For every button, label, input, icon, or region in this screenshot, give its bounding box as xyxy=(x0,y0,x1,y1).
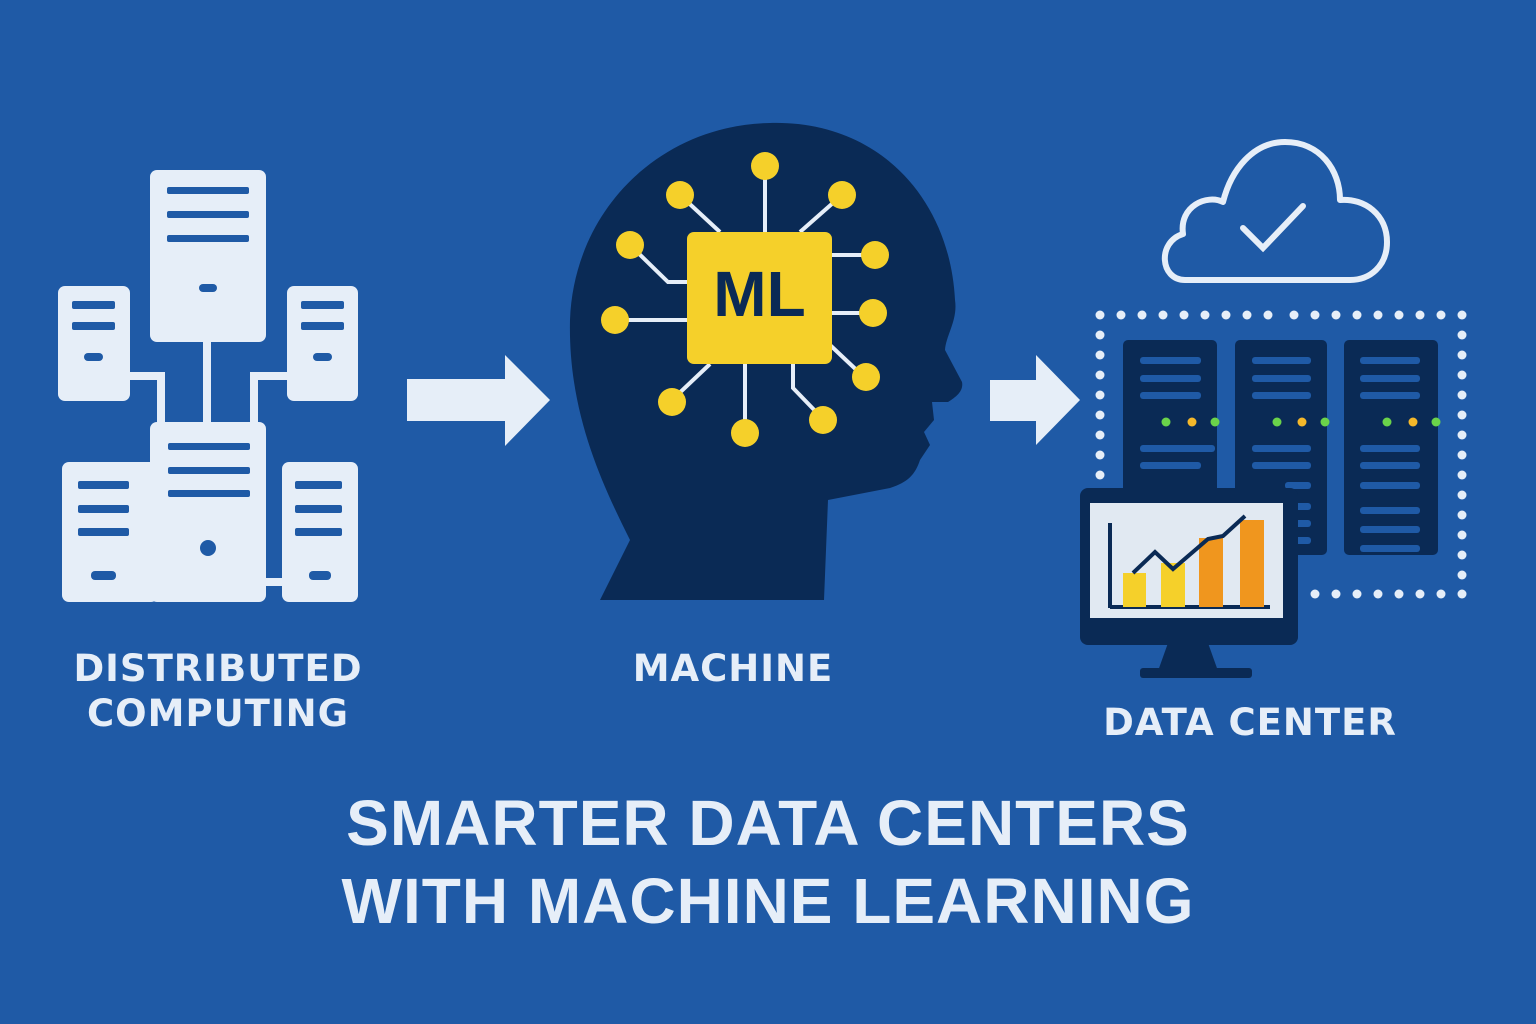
step1-label: DISTRIBUTED COMPUTING xyxy=(40,646,396,736)
headline-line2: WITH MACHINE LEARNING xyxy=(341,865,1195,937)
step3-label: DATA CENTER xyxy=(1103,701,1397,744)
step1-label-line1: DISTRIBUTED xyxy=(73,647,363,690)
arrow-right-icon xyxy=(407,355,550,446)
arrow-right-icon xyxy=(990,355,1080,445)
headline: SMARTER DATA CENTERS WITH MACHINE LEARNI… xyxy=(0,784,1536,940)
step2-label: MACHINE xyxy=(632,647,834,690)
ml-chip-text: ML xyxy=(713,258,806,330)
monitor-chart-icon xyxy=(1080,488,1298,678)
cloud-check-icon xyxy=(1161,139,1390,283)
head-brain-icon xyxy=(569,122,963,600)
headline-line1: SMARTER DATA CENTERS xyxy=(346,787,1190,859)
step1-label-line2: COMPUTING xyxy=(87,692,349,736)
